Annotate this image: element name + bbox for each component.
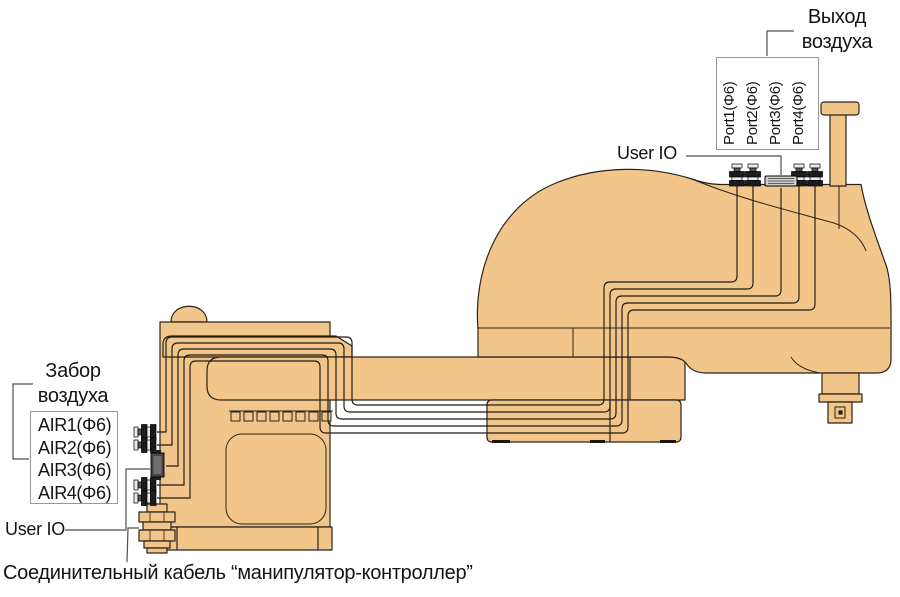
air-outlet-label: Выход воздуха <box>777 5 897 55</box>
top-user-io-connector <box>764 175 798 187</box>
port-label-1: Port1(Φ6) <box>721 81 738 145</box>
cable-gland <box>138 503 176 554</box>
cable-label: Соединительный кабель “манипулятор-контр… <box>3 562 473 584</box>
end-effector <box>818 372 863 424</box>
air-outlet-leader <box>766 30 794 56</box>
port-label-4: Port4(Φ6) <box>790 81 807 145</box>
port-label-3: Port3(Φ6) <box>767 81 784 145</box>
air-intake-bracket <box>12 383 33 460</box>
air-label-3: AIR3(Φ6) <box>38 460 112 480</box>
z-shaft <box>820 101 860 187</box>
base-panel <box>225 433 327 525</box>
air-label-4: AIR4(Φ6) <box>38 482 112 503</box>
port-label-2: Port2(Φ6) <box>744 81 761 145</box>
elbow-block <box>486 399 682 443</box>
user-io-top-leader <box>686 155 782 175</box>
user-io-bottom-leader <box>65 468 150 531</box>
left-user-io-connector <box>150 450 165 480</box>
air-intake-label-line2: воздуха <box>37 385 109 407</box>
air-outlet-label-line1: Выход <box>807 6 867 28</box>
air-intake-port-box: AIR1(Φ6) AIR2(Φ6) AIR3(Φ6) AIR4(Φ6) <box>30 411 118 504</box>
tube-cover <box>162 335 353 358</box>
head-seams <box>478 178 890 374</box>
user-io-bottom-label: User IO <box>5 519 65 539</box>
joint-connector <box>629 356 686 401</box>
shoulder-teeth <box>229 410 333 422</box>
arm-link <box>206 356 649 401</box>
air-label-1: AIR1(Φ6) <box>38 415 112 435</box>
air-tubes <box>157 186 816 499</box>
air-label-2: AIR2(Φ6) <box>38 437 112 458</box>
cable-leader <box>126 527 139 563</box>
air-intake-label: Забор воздуха <box>25 359 121 409</box>
head-housing <box>476 168 892 374</box>
user-io-top-label: User IO <box>617 143 677 163</box>
leader-lines <box>12 30 794 563</box>
air-outlet-label-line2: воздуха <box>801 31 873 53</box>
base-dome <box>170 305 208 323</box>
air-outlet-port-box <box>716 57 819 150</box>
base-plate <box>162 526 333 551</box>
air-intake-label-line1: Забор <box>45 360 101 382</box>
